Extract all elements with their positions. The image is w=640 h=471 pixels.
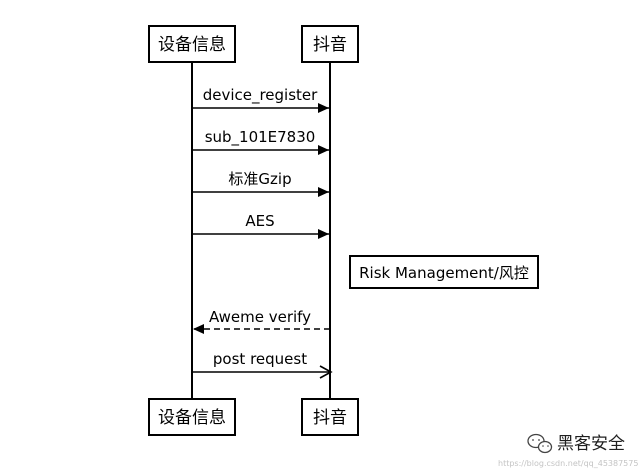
message-device-register: device_register: [192, 86, 329, 113]
wechat-icon: [527, 433, 553, 454]
message-post-request-label: post request: [213, 350, 307, 368]
message-device-register-label: device_register: [203, 86, 318, 105]
message-sub-101e7830: sub_101E7830: [192, 128, 329, 155]
watermark: 黑客安全 https://blog.csdn.net/qq_45387575: [498, 433, 638, 468]
message-aweme-verify-label: Aweme verify: [209, 308, 311, 326]
watermark-name: 黑客安全: [557, 434, 625, 454]
message-aes: AES: [192, 212, 329, 239]
participant-left-bottom: 设备信息: [148, 398, 236, 436]
risk-management-note-label: Risk Management/风控: [359, 264, 529, 282]
participant-right-bottom: 抖音: [301, 398, 359, 436]
message-gzip-label: 标准Gzip: [228, 170, 291, 188]
watermark-url: https://blog.csdn.net/qq_45387575: [498, 459, 638, 468]
participant-left-top-label: 设备信息: [158, 35, 226, 55]
message-aweme-verify: Aweme verify: [193, 308, 330, 334]
message-post-request: post request: [192, 350, 333, 379]
participant-right-top: 抖音: [301, 25, 359, 63]
risk-management-note: Risk Management/风控: [349, 255, 539, 289]
participant-left-bottom-label: 设备信息: [158, 408, 226, 428]
participant-left-top: 设备信息: [148, 25, 236, 63]
participant-right-bottom-label: 抖音: [313, 408, 347, 428]
message-aes-label: AES: [245, 212, 274, 230]
message-gzip: 标准Gzip: [192, 170, 329, 197]
participant-right-top-label: 抖音: [313, 35, 347, 55]
message-sub-101e7830-label: sub_101E7830: [205, 128, 316, 147]
